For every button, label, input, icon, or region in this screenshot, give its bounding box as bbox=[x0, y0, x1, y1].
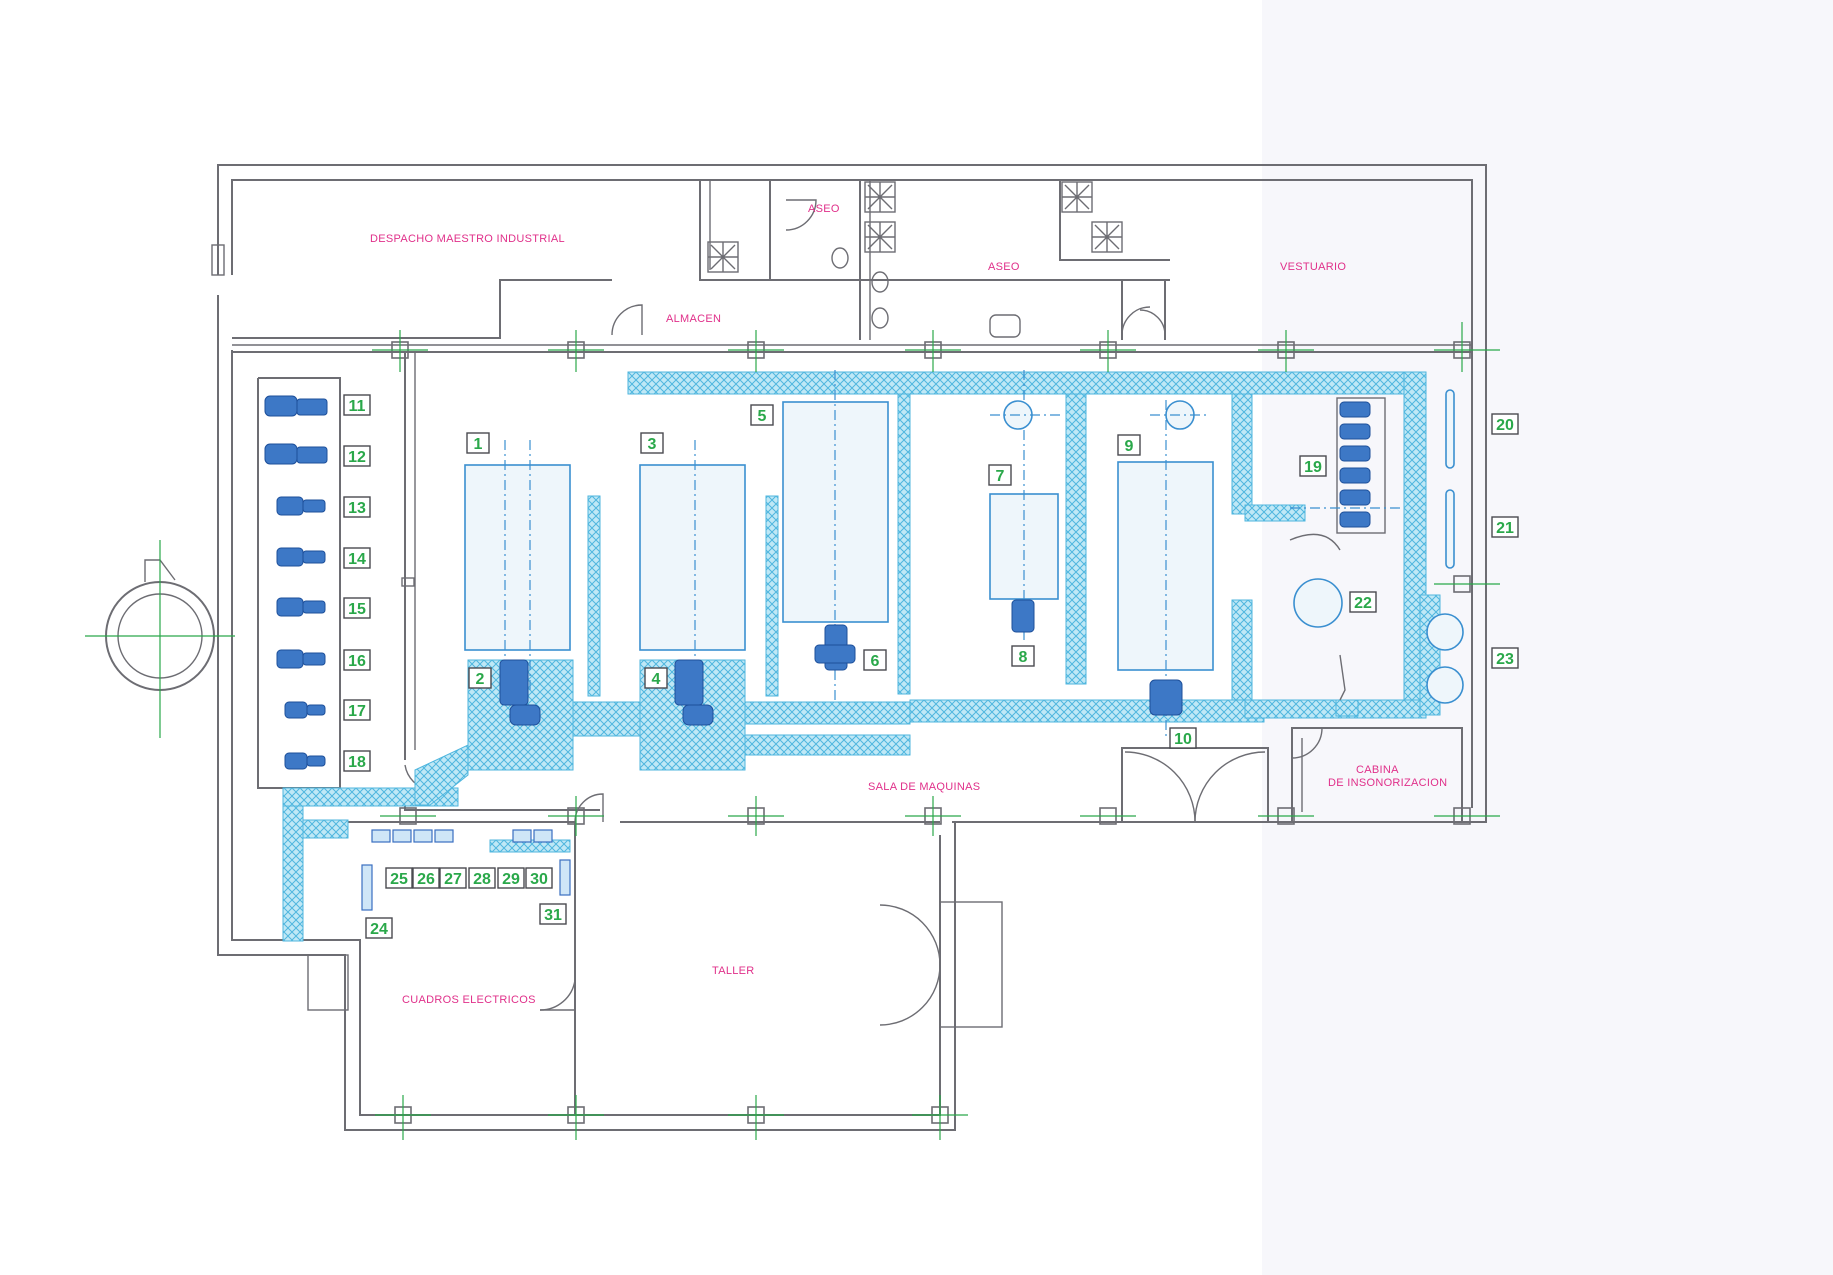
tag-19: 19 bbox=[1299, 455, 1327, 477]
tag-21: 21 bbox=[1491, 516, 1519, 538]
label-almacen: ALMACEN bbox=[666, 313, 721, 325]
scan-shade bbox=[1262, 0, 1833, 1275]
window bbox=[211, 244, 225, 276]
panel-19 bbox=[1336, 397, 1386, 534]
number-tags: 1 2 3 4 5 6 7 8 9 10 11 12 13 14 15 16 1… bbox=[343, 394, 1519, 939]
tag-27: 27 bbox=[439, 867, 467, 889]
svg-text:25: 25 bbox=[390, 871, 408, 888]
tag-4: 4 bbox=[644, 667, 668, 689]
tank-23b bbox=[1426, 666, 1464, 704]
label-sala-maquinas: SALA DE MAQUINAS bbox=[868, 781, 980, 793]
external-tank bbox=[85, 540, 235, 738]
tag-2: 2 bbox=[468, 667, 492, 689]
equipment-group bbox=[464, 370, 1464, 740]
svg-text:28: 28 bbox=[473, 871, 491, 888]
unit-20 bbox=[1445, 389, 1455, 469]
tag-11: 11 bbox=[343, 394, 371, 416]
svg-text:15: 15 bbox=[348, 601, 366, 618]
label-despacho: DESPACHO MAESTRO INDUSTRIAL bbox=[370, 233, 565, 245]
tag-17: 17 bbox=[343, 699, 371, 721]
svg-text:4: 4 bbox=[652, 671, 661, 688]
svg-text:21: 21 bbox=[1496, 520, 1514, 537]
svg-text:27: 27 bbox=[444, 871, 462, 888]
svg-text:9: 9 bbox=[1125, 438, 1134, 455]
label-vestuario: VESTUARIO bbox=[1280, 261, 1346, 273]
svg-text:19: 19 bbox=[1304, 459, 1322, 476]
tag-31: 31 bbox=[539, 903, 567, 925]
svg-text:30: 30 bbox=[530, 871, 548, 888]
tag-29: 29 bbox=[497, 867, 525, 889]
tag-14: 14 bbox=[343, 547, 371, 569]
tag-28: 28 bbox=[468, 867, 496, 889]
svg-text:1: 1 bbox=[474, 436, 483, 453]
svg-text:22: 22 bbox=[1354, 595, 1372, 612]
label-cabina-2: DE INSONORIZACION bbox=[1328, 777, 1447, 789]
svg-text:7: 7 bbox=[996, 468, 1005, 485]
columns bbox=[372, 322, 1500, 1140]
unit-21 bbox=[1445, 489, 1455, 569]
tag-5: 5 bbox=[750, 404, 774, 426]
svg-text:12: 12 bbox=[348, 449, 366, 466]
tag-7: 7 bbox=[988, 464, 1012, 486]
svg-text:29: 29 bbox=[502, 871, 520, 888]
tag-18: 18 bbox=[343, 750, 371, 772]
tag-23: 23 bbox=[1491, 647, 1519, 669]
room-labels: DESPACHO MAESTRO INDUSTRIAL ASEO ASEO AL… bbox=[370, 203, 1447, 1006]
tag-26: 26 bbox=[412, 867, 440, 889]
tag-20: 20 bbox=[1491, 413, 1519, 435]
tag-15: 15 bbox=[343, 597, 371, 619]
svg-text:13: 13 bbox=[348, 500, 366, 517]
tag-16: 16 bbox=[343, 649, 371, 671]
svg-text:5: 5 bbox=[758, 408, 767, 425]
shaft bbox=[307, 954, 349, 1011]
svg-text:23: 23 bbox=[1496, 651, 1514, 668]
tank-22 bbox=[1293, 578, 1343, 628]
label-cuadros: CUADROS ELECTRICOS bbox=[402, 994, 536, 1006]
tag-22: 22 bbox=[1349, 591, 1377, 613]
tag-30: 30 bbox=[525, 867, 553, 889]
equipment-3 bbox=[639, 464, 746, 651]
svg-text:3: 3 bbox=[648, 436, 657, 453]
equipment-1 bbox=[464, 464, 571, 651]
top-zone-walls bbox=[232, 180, 1472, 353]
motors-group bbox=[264, 395, 1371, 770]
tag-13: 13 bbox=[343, 496, 371, 518]
svg-text:10: 10 bbox=[1174, 731, 1192, 748]
tag-25: 25 bbox=[385, 867, 413, 889]
tag-12: 12 bbox=[343, 445, 371, 467]
tag-6: 6 bbox=[863, 649, 887, 671]
svg-text:20: 20 bbox=[1496, 417, 1514, 434]
label-taller: TALLER bbox=[712, 965, 755, 977]
svg-text:16: 16 bbox=[348, 653, 366, 670]
equipment-7 bbox=[989, 493, 1059, 600]
svg-text:2: 2 bbox=[476, 671, 485, 688]
label-aseo-1: ASEO bbox=[808, 203, 840, 215]
svg-text:11: 11 bbox=[349, 398, 366, 415]
svg-text:26: 26 bbox=[417, 871, 435, 888]
tag-9: 9 bbox=[1117, 434, 1141, 456]
label-aseo-2: ASEO bbox=[988, 261, 1020, 273]
svg-text:18: 18 bbox=[348, 754, 366, 771]
svg-text:14: 14 bbox=[348, 551, 366, 568]
tag-10: 10 bbox=[1169, 727, 1197, 749]
svg-text:17: 17 bbox=[348, 703, 366, 720]
svg-text:6: 6 bbox=[871, 653, 880, 670]
svg-text:8: 8 bbox=[1019, 649, 1028, 666]
tag-8: 8 bbox=[1011, 645, 1035, 667]
tag-24: 24 bbox=[365, 917, 393, 939]
tag-1: 1 bbox=[466, 432, 490, 454]
outer-walls bbox=[211, 164, 1487, 1131]
label-cabina-1: CABINA bbox=[1356, 764, 1399, 776]
tag-3: 3 bbox=[640, 432, 664, 454]
tank-23a bbox=[1426, 613, 1464, 651]
svg-text:31: 31 bbox=[544, 907, 562, 924]
svg-text:24: 24 bbox=[370, 921, 388, 938]
electrical-cabinets bbox=[361, 829, 571, 911]
